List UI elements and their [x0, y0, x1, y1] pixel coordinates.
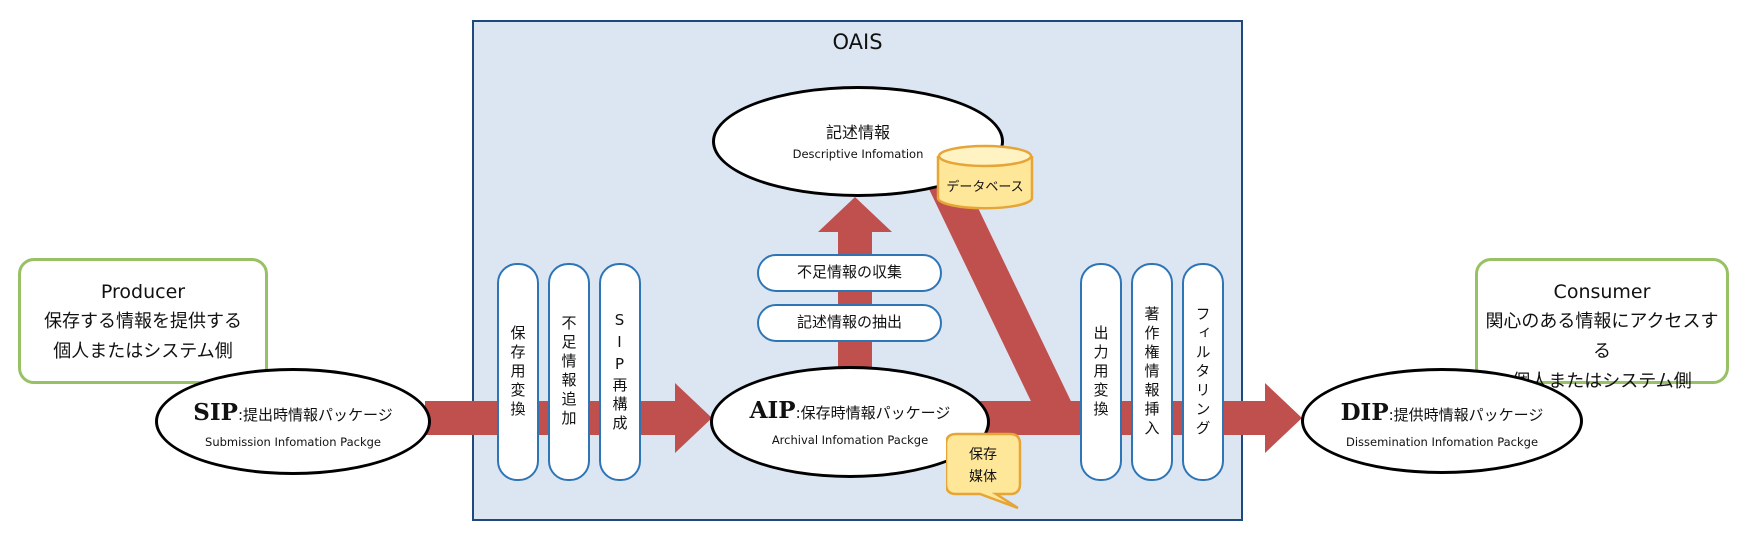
ingest-step-3: SIP再構成	[599, 263, 641, 481]
sip-label: :提出時情報パッケージ	[237, 406, 393, 424]
consumer-desc-line1: 関心のある情報にアクセスする	[1485, 311, 1719, 362]
storage-media-line2: 媒体	[969, 469, 997, 485]
access-step-3-label: フィルタリング	[1193, 305, 1212, 439]
database-label: データベース	[946, 180, 1024, 195]
sip-abbr: SIP	[193, 399, 238, 426]
dip-label: :提供時情報パッケージ	[1388, 406, 1544, 424]
ingest-step-2: 不足情報追加	[548, 263, 590, 481]
aip-abbr: AIP	[749, 397, 796, 424]
dip-abbr: DIP	[1340, 399, 1389, 426]
consumer-desc-line2: 個人またはシステム側	[1512, 371, 1692, 392]
producer-box: Producer 保存する情報を提供する 個人またはシステム側	[18, 258, 268, 384]
storage-media-callout	[946, 432, 1022, 510]
sip-ellipse: SIP:提出時情報パッケージ Submission Infomation Pac…	[155, 368, 431, 475]
database-cylinder	[936, 144, 1034, 210]
sip-sub: Submission Infomation Packge	[205, 435, 381, 449]
oais-title: OAIS	[832, 30, 883, 54]
access-step-1: 出力用変換	[1080, 263, 1122, 481]
dip-ellipse: DIP:提供時情報パッケージ Dissemination Infomation …	[1301, 368, 1583, 474]
producer-title: Producer	[100, 281, 186, 303]
extract-step-2: 記述情報の抽出	[757, 304, 942, 342]
ingest-step-3-label: SIP再構成	[610, 310, 629, 434]
consumer-box: Consumer 関心のある情報にアクセスする 個人またはシステム側	[1475, 258, 1729, 392]
consumer-title: Consumer	[1553, 281, 1651, 303]
access-step-1-label: 出力用変換	[1091, 324, 1110, 420]
access-step-2-label: 著作権情報挿入	[1142, 305, 1161, 439]
ingest-step-1: 保存用変換	[497, 263, 539, 481]
ingest-step-1-label: 保存用変換	[508, 324, 527, 420]
aip-sub: Archival Infomation Packge	[771, 433, 929, 447]
access-step-3: フィルタリング	[1182, 263, 1224, 481]
access-step-2: 著作権情報挿入	[1131, 263, 1173, 481]
aip-ellipse: AIP:保存時情報パッケージ Archival Infomation Packg…	[710, 366, 990, 478]
arrow-descriptive-to-dip	[928, 187, 1080, 420]
ingest-step-2-label: 不足情報追加	[559, 315, 578, 429]
storage-media-line1: 保存	[969, 447, 997, 463]
descriptive-label: 記述情報	[825, 123, 890, 142]
descriptive-sub: Descriptive Infomation	[792, 147, 924, 161]
producer-desc-line2: 個人またはシステム側	[53, 341, 233, 362]
storage-media-label: 保存 媒体	[946, 444, 1020, 488]
producer-desc-line1: 保存する情報を提供する	[44, 311, 242, 332]
aip-label: :保存時情報パッケージ	[795, 404, 951, 422]
dip-sub: Dissemination Infomation Packge	[1345, 435, 1539, 449]
extract-step-1: 不足情報の収集	[757, 254, 942, 292]
